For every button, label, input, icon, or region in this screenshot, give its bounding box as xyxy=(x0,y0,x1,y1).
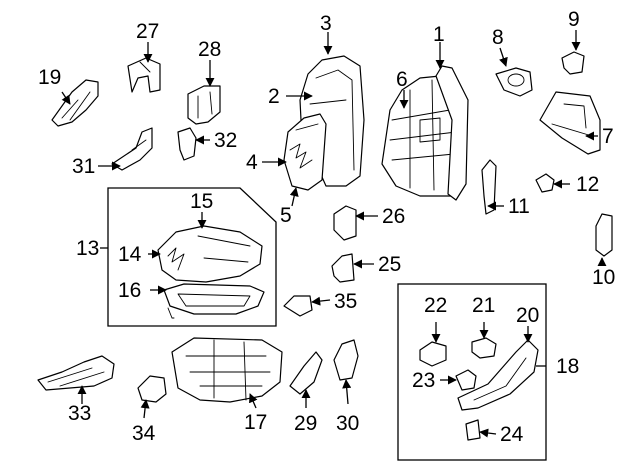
part-20-recliner-cover xyxy=(457,339,539,411)
callout-26: 26 xyxy=(382,205,405,228)
callout-24: 24 xyxy=(500,423,524,446)
callout-12: 12 xyxy=(576,173,599,196)
callout-10: 10 xyxy=(592,266,615,289)
callout-14: 14 xyxy=(118,243,142,266)
part-27-bracket xyxy=(127,57,161,93)
part-31-link xyxy=(111,127,153,171)
callout-30: 30 xyxy=(336,412,359,435)
callout-33: 33 xyxy=(68,402,91,425)
callout-34: 34 xyxy=(132,422,156,445)
callout-25: 25 xyxy=(378,253,401,276)
callout-9: 9 xyxy=(568,8,580,31)
part-26-bracket xyxy=(333,205,357,241)
part-34-bracket xyxy=(137,375,167,403)
part-4-seatback-pad xyxy=(283,113,327,191)
part-22-knob xyxy=(419,341,447,367)
callout-15: 15 xyxy=(190,190,213,213)
callout-20: 20 xyxy=(516,304,539,327)
recliner-group-box xyxy=(397,283,547,461)
callout-19: 19 xyxy=(38,66,61,89)
part-14-cushion xyxy=(157,225,263,283)
cushion-group-box xyxy=(107,187,277,327)
callout-6: 6 xyxy=(396,68,408,91)
callout-28: 28 xyxy=(198,38,221,61)
part-32-clip xyxy=(177,127,197,161)
part-30-bracket xyxy=(333,339,359,381)
callout-8: 8 xyxy=(492,26,504,49)
part-21-switch xyxy=(471,337,497,359)
part-24-clip xyxy=(465,419,481,441)
callout-1: 1 xyxy=(433,23,445,46)
part-29-cover xyxy=(289,351,323,395)
part-23-knob xyxy=(455,369,477,391)
callout-31: 31 xyxy=(72,155,95,178)
part-9-knob xyxy=(561,51,585,75)
part-35-cover xyxy=(283,295,313,317)
part-8-bezel xyxy=(495,67,533,97)
part-17-seat-track xyxy=(171,337,283,403)
callout-23: 23 xyxy=(412,369,435,392)
callout-16: 16 xyxy=(118,279,141,302)
part-16-cushion-frame xyxy=(163,283,265,315)
part-7-panel xyxy=(539,91,601,155)
callout-2: 2 xyxy=(268,85,280,108)
part-10-handle xyxy=(595,213,613,257)
callout-11: 11 xyxy=(508,195,530,218)
callout-29: 29 xyxy=(294,412,317,435)
callout-22: 22 xyxy=(424,294,447,317)
callout-7: 7 xyxy=(602,125,614,148)
part-28-cover xyxy=(187,85,221,125)
callout-4: 4 xyxy=(246,151,258,174)
callout-35: 35 xyxy=(334,290,357,313)
callout-5: 5 xyxy=(280,204,292,227)
callout-18: 18 xyxy=(556,355,579,378)
callout-3: 3 xyxy=(320,12,332,35)
part-12-clip xyxy=(535,173,555,193)
callout-17: 17 xyxy=(244,411,267,434)
callout-21: 21 xyxy=(472,294,495,317)
callout-32: 32 xyxy=(214,129,237,152)
callout-27: 27 xyxy=(136,20,159,43)
part-1-frame-rail xyxy=(435,65,469,201)
part-25-bracket xyxy=(331,253,355,283)
callout-13: 13 xyxy=(76,237,99,260)
